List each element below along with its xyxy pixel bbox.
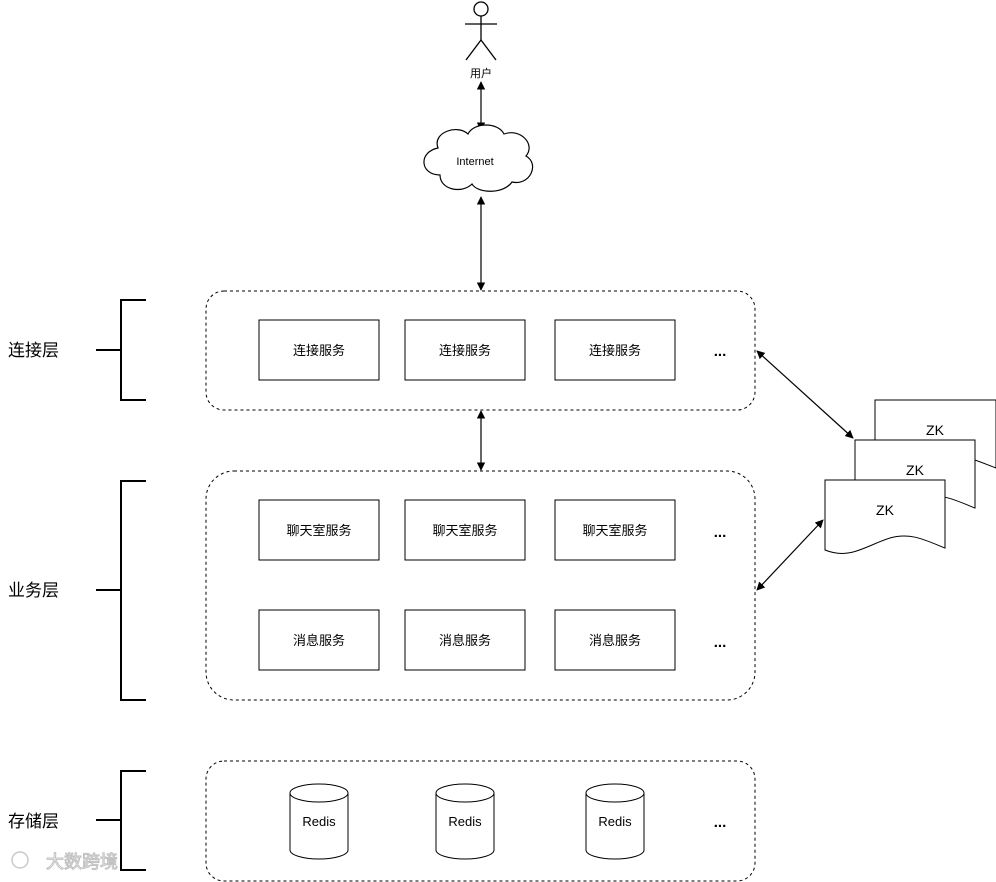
svg-text:聊天室服务: 聊天室服务 — [432, 523, 497, 538]
svg-text:ZK: ZK — [906, 462, 925, 478]
business-row2-more-ellipsis: ... — [714, 634, 727, 651]
connection-service-box: 连接服务 — [258, 319, 380, 381]
internet-label: Internet — [456, 156, 493, 168]
connection-layer-group — [205, 290, 756, 411]
svg-text:Redis: Redis — [302, 814, 336, 829]
svg-text:Redis: Redis — [598, 814, 632, 829]
message-service-box: 消息服务 — [404, 609, 526, 671]
message-service-box: 消息服务 — [554, 609, 676, 671]
svg-text:消息服务: 消息服务 — [293, 633, 345, 648]
connection-service-box: 连接服务 — [404, 319, 526, 381]
business-layer-label: 业务层 — [8, 581, 59, 600]
chatroom-service-box: 聊天室服务 — [258, 499, 380, 561]
redis-database-icon: Redis — [435, 783, 495, 860]
watermark-logo-icon — [11, 851, 29, 869]
business-layer-bracket — [96, 480, 146, 701]
svg-text:ZK: ZK — [876, 502, 895, 518]
connection-service-box: 连接服务 — [554, 319, 676, 381]
connection-more-ellipsis: ... — [714, 343, 727, 360]
connection-layer-label: 连接层 — [8, 341, 59, 360]
connection-layer-bracket — [96, 299, 146, 401]
storage-layer-bracket — [96, 770, 146, 871]
internet-cloud-icon — [423, 124, 534, 192]
svg-text:连接服务: 连接服务 — [293, 343, 345, 358]
svg-text:消息服务: 消息服务 — [439, 633, 491, 648]
zk-document: ZK — [824, 479, 946, 554]
chatroom-service-box: 聊天室服务 — [404, 499, 526, 561]
redis-database-icon: Redis — [289, 783, 349, 860]
message-service-box: 消息服务 — [258, 609, 380, 671]
user-actor-icon — [465, 1, 497, 61]
svg-text:ZK: ZK — [926, 422, 945, 438]
arrow-business-zk — [756, 519, 824, 591]
arrow-connection-zk — [756, 350, 854, 439]
svg-text:连接服务: 连接服务 — [439, 343, 491, 358]
svg-text:消息服务: 消息服务 — [589, 633, 641, 648]
svg-text:聊天室服务: 聊天室服务 — [582, 523, 647, 538]
business-row1-more-ellipsis: ... — [714, 524, 727, 541]
watermark: 大数跨境 — [11, 851, 119, 873]
svg-text:大数跨境: 大数跨境 — [46, 852, 118, 872]
storage-layer-label: 存储层 — [8, 812, 59, 831]
svg-text:Redis: Redis — [448, 814, 482, 829]
svg-text:连接服务: 连接服务 — [589, 343, 641, 358]
storage-more-ellipsis: ... — [714, 814, 727, 831]
user-label: 用户 — [470, 66, 492, 80]
redis-database-icon: Redis — [585, 783, 645, 860]
business-layer-group — [205, 470, 756, 701]
svg-text:聊天室服务: 聊天室服务 — [286, 523, 351, 538]
storage-layer-group — [205, 760, 756, 882]
chatroom-service-box: 聊天室服务 — [554, 499, 676, 561]
